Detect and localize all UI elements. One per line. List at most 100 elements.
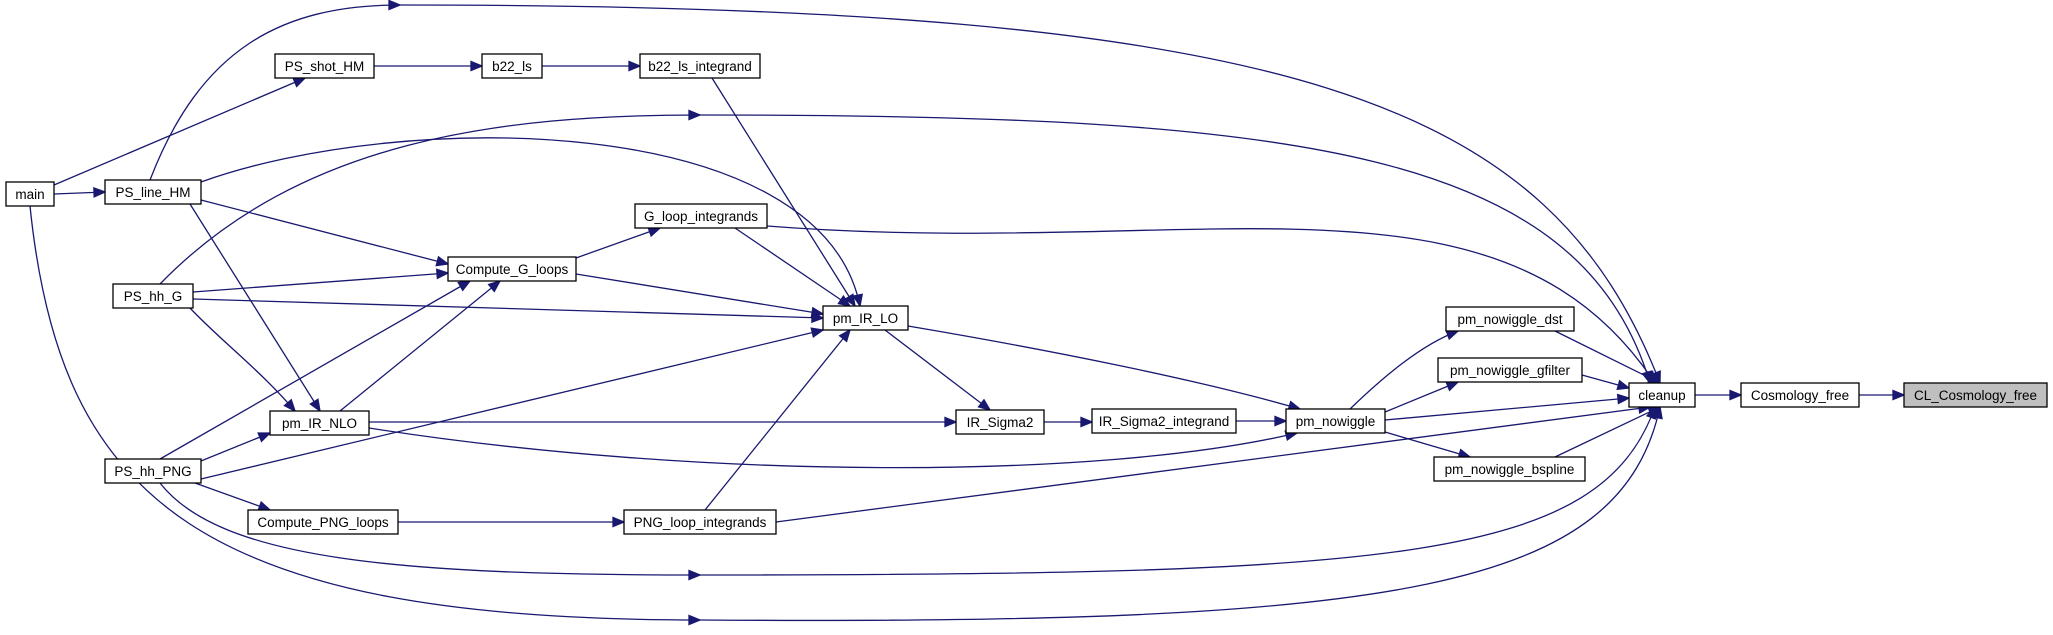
edge-line — [194, 482, 271, 511]
node-label: PNG_loop_integrands — [634, 515, 767, 530]
edge-computepng-to-pnglp — [398, 516, 626, 528]
node-main[interactable]: main — [5, 181, 55, 207]
edge-line — [159, 114, 701, 285]
edge-line — [884, 329, 991, 411]
edge-arrowhead — [257, 500, 272, 512]
edge-line — [200, 137, 861, 307]
edge-line — [1384, 397, 1630, 421]
edge-pshhg-to-cleanup — [159, 109, 702, 285]
edge-main-to-pslinehm — [53, 186, 107, 198]
edge-line — [368, 427, 1298, 469]
edge-arrowhead — [1892, 389, 1906, 401]
edge-arrowhead — [470, 60, 484, 72]
edge-pshhpng-to-pmirnlo — [200, 432, 272, 462]
node-pm-ir-lo[interactable]: pm_IR_LO — [822, 305, 909, 331]
node-box — [1091, 408, 1237, 434]
edge-arrowhead — [811, 312, 825, 324]
edge-cleanup-to-cosmology-free — [1695, 389, 1743, 401]
edge-pslinehm-to-cleanup — [149, 0, 402, 181]
node-box — [112, 283, 194, 309]
node-label: PS_hh_G — [124, 289, 183, 304]
edge-b22int-to-pmirlo — [711, 77, 856, 308]
node-box — [447, 256, 577, 282]
node-label: PS_hh_PNG — [114, 464, 191, 479]
node-label: pm_nowiggle_dst — [1457, 312, 1562, 327]
node-compute-g-loops[interactable]: Compute_G_loops — [447, 256, 577, 282]
node-g-loop-integrands[interactable]: G_loop_integrands — [634, 203, 768, 229]
node-label: IR_Sigma2_integrand — [1099, 414, 1230, 429]
edge-line — [192, 272, 449, 293]
edge-main-to-cleanup-b — [699, 405, 1663, 622]
node-box — [639, 53, 761, 79]
node-box — [104, 179, 202, 205]
edge-arrowhead — [93, 186, 107, 198]
node-png-loop-integrands[interactable]: PNG_loop_integrands — [623, 509, 777, 535]
edge-line — [192, 298, 824, 319]
node-box — [274, 53, 375, 79]
edge-line — [699, 406, 1656, 576]
node-box — [104, 458, 202, 484]
node-b22-ls[interactable]: b22_ls — [481, 53, 543, 79]
edge-line — [1384, 431, 1471, 458]
edge-arrowhead — [852, 293, 864, 308]
node-label: G_loop_integrands — [644, 209, 758, 224]
node-pm-ir-nlo[interactable]: pm_IR_NLO — [269, 410, 370, 436]
edge-arrowhead — [688, 109, 702, 121]
edge-pslinehm-to-cleanup-b — [399, 4, 1661, 385]
edge-line — [339, 280, 501, 412]
node-box — [822, 305, 909, 331]
node-label: CL_Cosmology_free — [1914, 388, 2037, 403]
edge-arrowhead — [837, 294, 852, 307]
node-pm-nowiggle-bspline[interactable]: pm_nowiggle_bspline — [1433, 456, 1586, 482]
edge-arrowhead — [688, 569, 702, 581]
edge-arrowhead — [628, 60, 642, 72]
node-label: pm_IR_LO — [833, 311, 898, 326]
nodes-layer: main PS_line_HM PS_hh_G PS_hh_PNG PS_shot_HM… — [5, 53, 2048, 535]
node-cleanup[interactable]: cleanup — [1628, 382, 1696, 408]
node-box — [1445, 306, 1575, 332]
node-ps-shot-hm[interactable]: PS_shot_HM — [274, 53, 375, 79]
node-label: cleanup — [1638, 388, 1685, 403]
edge-arrowhead — [944, 416, 958, 428]
node-b22-ls-integrand[interactable]: b22_ls_integrand — [639, 53, 761, 79]
node-pm-nowiggle[interactable]: pm_nowiggle — [1285, 408, 1386, 434]
edge-arrowhead — [1616, 379, 1631, 391]
edge-arrowhead — [487, 279, 502, 293]
edge-pshhpng-to-cleanup — [159, 482, 702, 581]
node-pm-nowiggle-gfilter[interactable]: pm_nowiggle_gfilter — [1437, 357, 1583, 383]
edge-arrowhead — [457, 280, 472, 292]
node-cosmology-free[interactable]: Cosmology_free — [1740, 382, 1860, 408]
edge-arrowhead — [1445, 381, 1460, 392]
node-ps-hh-png[interactable]: PS_hh_PNG — [104, 458, 202, 484]
node-compute-png-loops[interactable]: Compute_PNG_loops — [247, 509, 399, 535]
edge-pshhpng-to-pmirlo — [200, 327, 825, 480]
edge-line — [189, 203, 321, 412]
node-label: pm_nowiggle_bspline — [1445, 462, 1575, 477]
node-ir-sigma2[interactable]: IR_Sigma2 — [955, 409, 1045, 435]
edge-pmirlo-to-irsigma2 — [884, 329, 992, 412]
edge-line — [575, 273, 824, 315]
node-label: Cosmology_free — [1751, 388, 1849, 403]
node-box — [1740, 382, 1860, 408]
edge-line — [699, 114, 1651, 384]
node-cl-cosmology-free: CL_Cosmology_free — [1903, 382, 2048, 408]
node-box — [1285, 408, 1386, 434]
node-pm-nowiggle-dst[interactable]: pm_nowiggle_dst — [1445, 306, 1575, 332]
node-label: pm_IR_NLO — [282, 416, 357, 431]
edge-pshhg-to-pmirlo — [192, 298, 825, 324]
edge-line — [29, 205, 701, 621]
edge-line — [200, 329, 824, 480]
node-box — [1628, 382, 1696, 408]
node-ps-line-hm[interactable]: PS_line_HM — [104, 179, 202, 205]
edge-line — [200, 199, 449, 265]
edge-pslinehm-to-pmirnlo — [189, 203, 321, 413]
node-ir-sigma2-integrand[interactable]: IR_Sigma2_integrand — [1091, 408, 1237, 434]
edge-arrowhead — [1729, 389, 1743, 401]
edge-line — [907, 325, 1301, 410]
node-ps-hh-g[interactable]: PS_hh_G — [112, 283, 194, 309]
edge-arrowhead — [844, 293, 856, 308]
edge-arrowhead — [292, 77, 307, 88]
edge-arrowhead — [1274, 415, 1288, 427]
node-label: Compute_G_loops — [456, 262, 569, 277]
edge-arrowhead — [1080, 416, 1094, 428]
